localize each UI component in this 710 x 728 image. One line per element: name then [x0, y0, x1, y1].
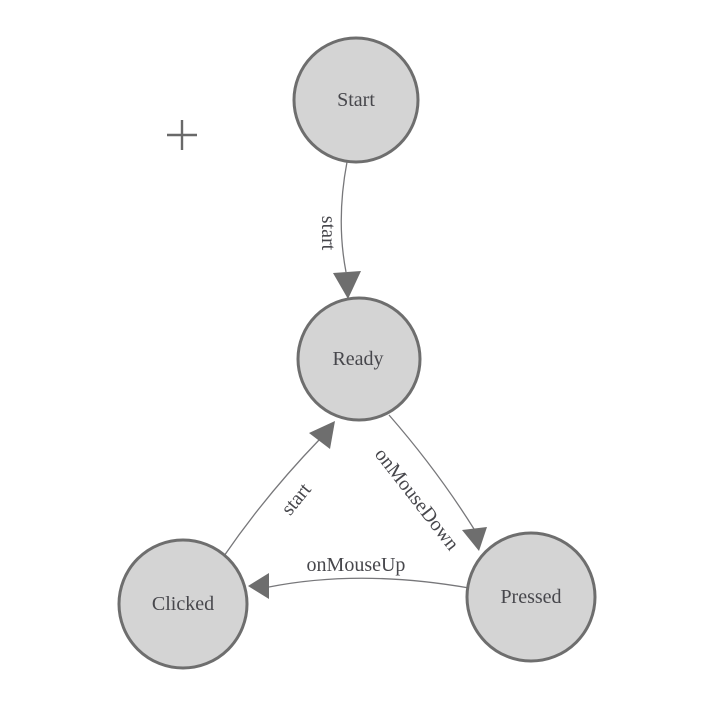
- node-ready[interactable]: Ready: [296, 296, 422, 422]
- edge-ready-to-pressed-path[interactable]: [388, 414, 475, 530]
- crosshair-plus-icon: [167, 120, 197, 150]
- node-clicked-label: Clicked: [152, 593, 214, 615]
- arrowhead-icon: [462, 527, 487, 551]
- arrowhead-icon: [333, 271, 361, 299]
- node-start-label: Start: [337, 89, 375, 111]
- edge-pressed-to-clicked-label: onMouseUp: [307, 554, 406, 576]
- edge-start-to-ready-path[interactable]: [340, 161, 348, 273]
- arrowhead-icon: [309, 421, 335, 449]
- node-pressed-circle[interactable]: [465, 531, 597, 663]
- node-clicked-circle[interactable]: [117, 538, 249, 670]
- edge-pressed-to-clicked[interactable]: onMouseUp: [248, 554, 470, 599]
- edge-pressed-to-clicked-path[interactable]: [268, 577, 470, 589]
- node-pressed-label: Pressed: [500, 586, 561, 608]
- node-start[interactable]: Start: [292, 36, 420, 164]
- edge-clicked-to-ready-label: start: [277, 479, 316, 520]
- node-ready-label: Ready: [332, 348, 383, 370]
- node-ready-circle[interactable]: [296, 296, 422, 422]
- edge-ready-to-pressed[interactable]: onMouseDown: [370, 414, 487, 555]
- edge-clicked-to-ready[interactable]: start: [223, 421, 335, 557]
- node-start-circle[interactable]: [292, 36, 420, 164]
- edge-ready-to-pressed-label: onMouseDown: [370, 444, 463, 555]
- edge-start-to-ready[interactable]: start: [317, 161, 361, 299]
- edge-clicked-to-ready-path[interactable]: [223, 439, 320, 557]
- node-pressed[interactable]: Pressed: [465, 531, 597, 663]
- edge-start-to-ready-label: start: [317, 216, 339, 251]
- node-clicked[interactable]: Clicked: [117, 538, 249, 670]
- arrowhead-icon: [248, 573, 269, 599]
